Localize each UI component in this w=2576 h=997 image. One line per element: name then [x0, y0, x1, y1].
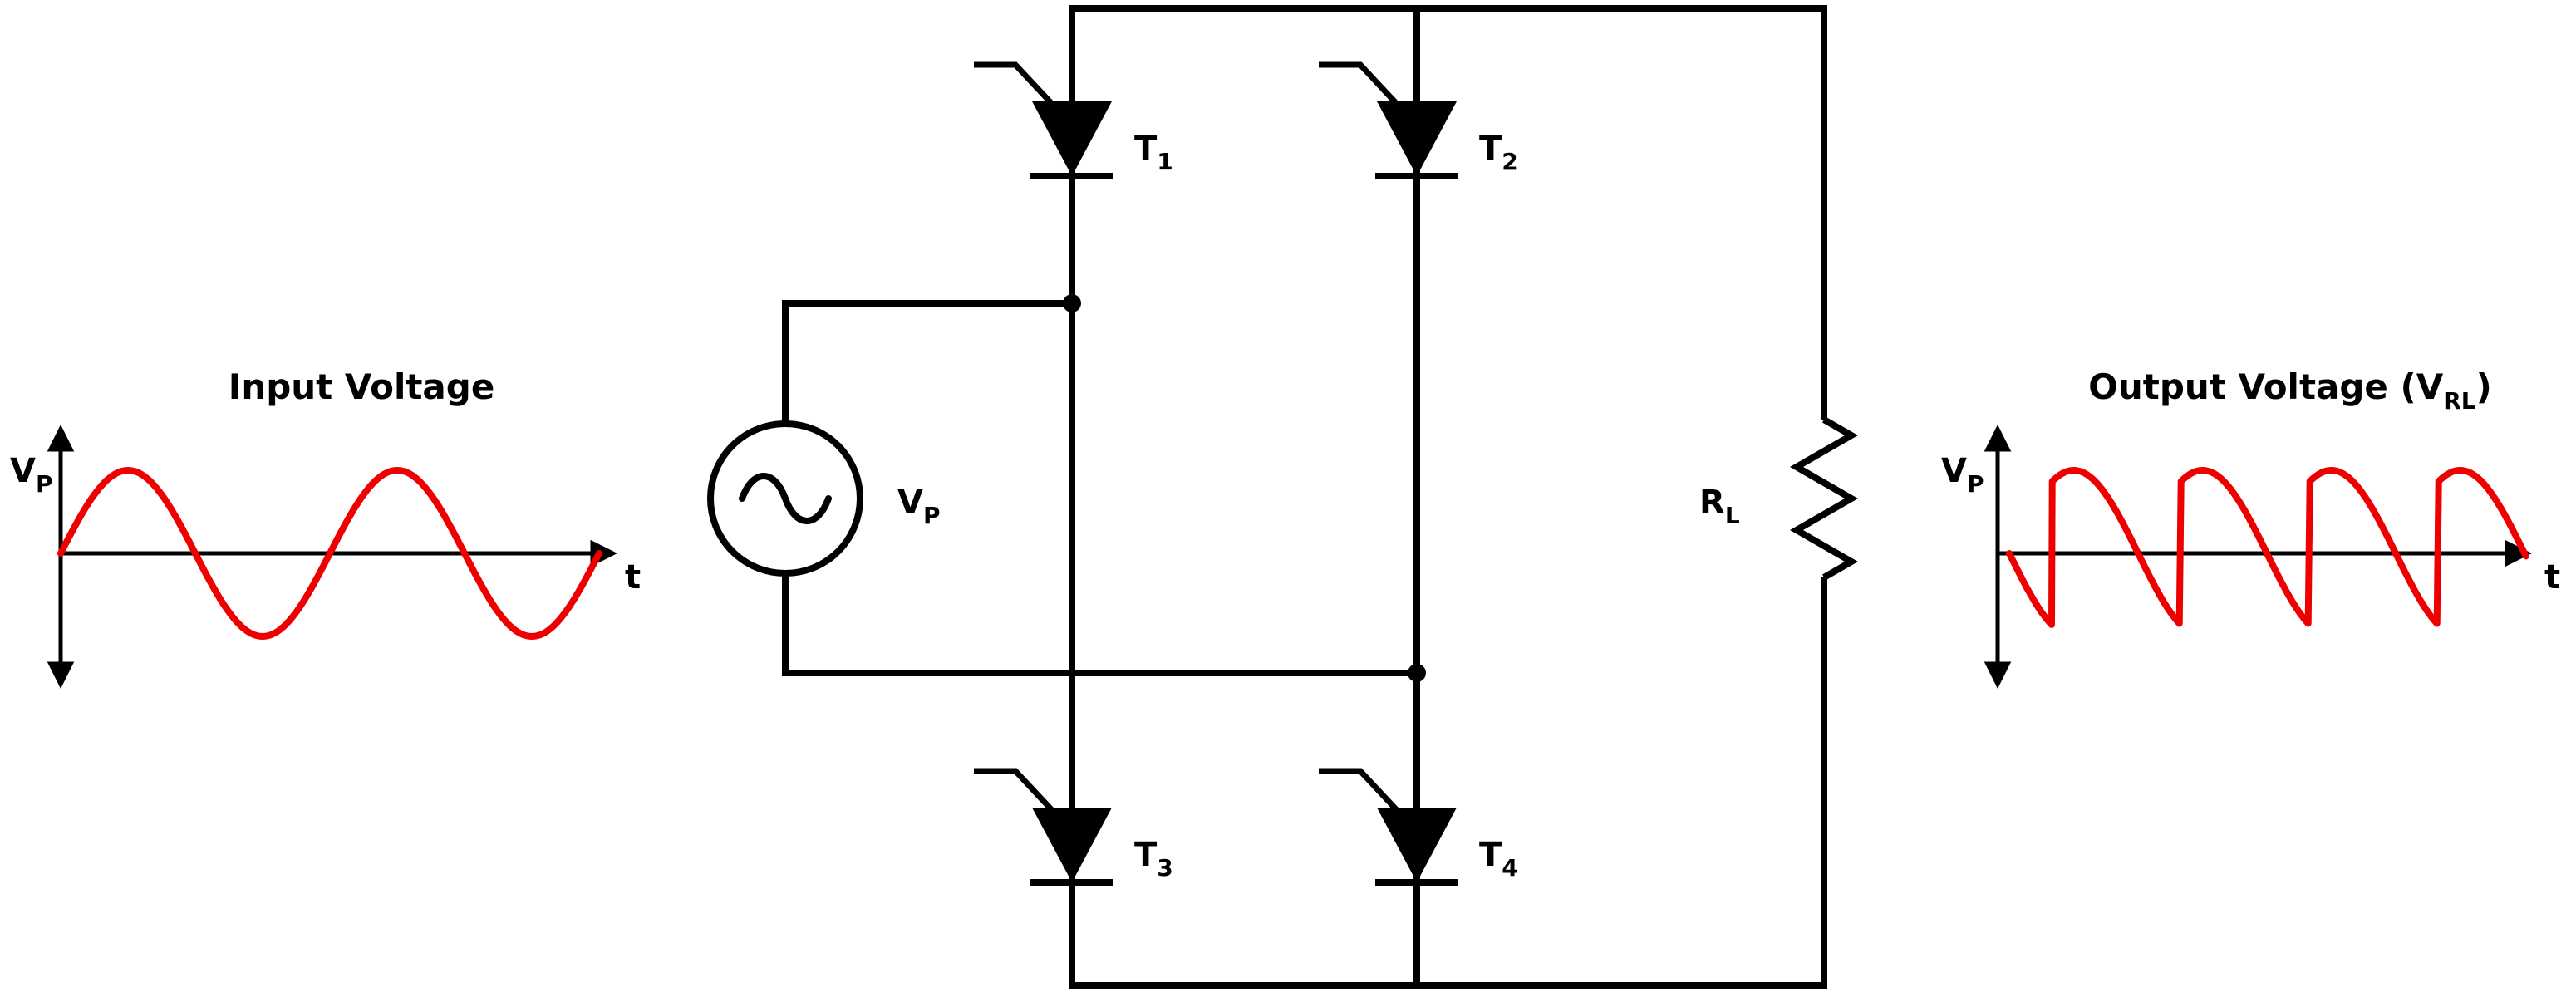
thyristor-t1-label: T1 — [1134, 130, 1173, 175]
thyristor-t4-label: T4 — [1479, 836, 1518, 882]
bridge-outline-wire — [1069, 5, 1827, 989]
ac-source-sine-icon — [739, 473, 832, 524]
thyristor-t3-icon — [974, 771, 1113, 882]
source-top-lead-wire — [782, 300, 1072, 424]
junction-dot-right — [1408, 664, 1426, 682]
input-graph-title: Input Voltage — [229, 366, 495, 407]
source-bottom-lead-wire — [782, 573, 1417, 676]
ac-source-label: VP — [897, 484, 941, 529]
load-resistor-icon — [1789, 416, 1859, 581]
input-wave — [57, 467, 602, 640]
output-voltage-graph: Output Voltage (VRL) VP t — [1941, 366, 2560, 689]
load-resistor-label: RL — [1699, 484, 1740, 529]
input-voltage-graph: Input Voltage VP t — [10, 366, 641, 689]
thyristor-t3-label: T3 — [1134, 836, 1173, 882]
thyristor-t2-icon — [1319, 65, 1458, 176]
junction-dot-left — [1063, 294, 1081, 312]
bridge-circuit: VP T1 T2 T3 T4 RL — [707, 5, 1859, 989]
output-wave — [2006, 467, 2529, 628]
output-y-axis-label: VP — [1941, 452, 1984, 498]
thyristor-t4-icon — [1319, 771, 1458, 882]
output-graph-title: Output Voltage (VRL) — [2088, 366, 2492, 415]
thyristor-t2-label: T2 — [1479, 130, 1518, 175]
input-y-axis-label: VP — [10, 452, 53, 498]
output-x-axis-label: t — [2544, 558, 2560, 597]
thyristor-t1-icon — [974, 65, 1113, 176]
input-x-axis-label: t — [625, 558, 641, 597]
